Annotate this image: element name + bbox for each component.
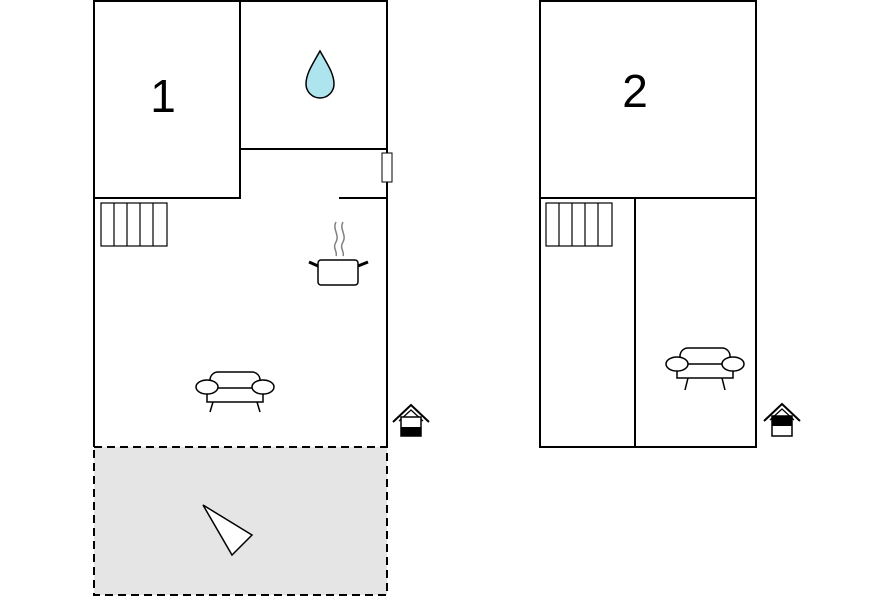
floor-plan-right [539,0,757,448]
room-label-2: 2 [622,65,648,117]
terrace [93,446,388,596]
cooking-pot-icon [308,221,369,286]
entrance-house-icon [392,403,430,437]
terrace-triangle-icon [202,504,254,557]
floor-plan-left [93,0,388,447]
sofa-icon [195,371,275,413]
stairs-icon [100,202,168,247]
stairs-icon [545,202,613,247]
entrance-house-icon [763,402,801,437]
bedroom-1-wall [94,1,241,199]
water-drop-icon [305,49,335,99]
door-icon [381,152,393,183]
sofa-icon [665,347,745,391]
right-outer-wall [539,0,757,448]
room-label-1: 1 [150,70,176,122]
